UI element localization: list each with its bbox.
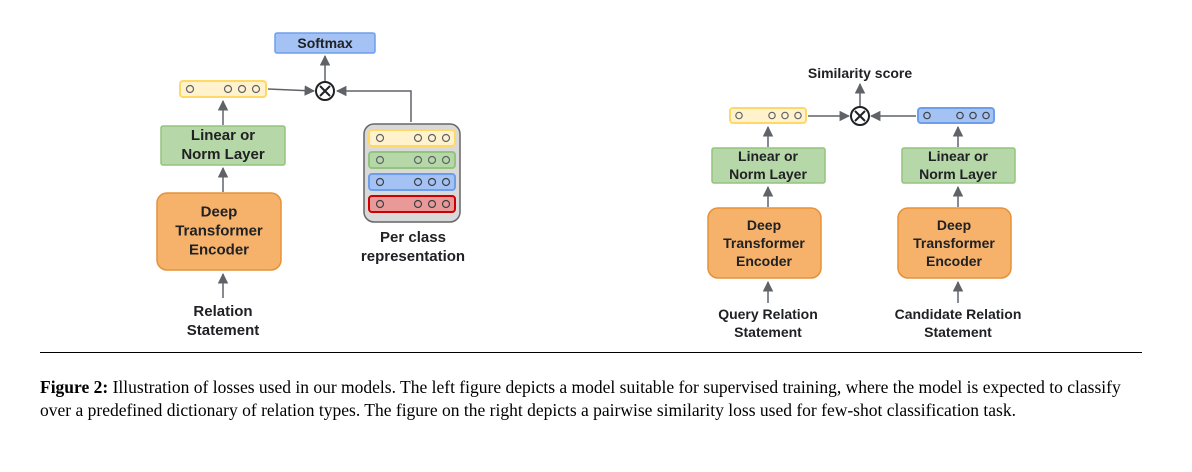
- output-embedding-vector: [179, 80, 267, 98]
- similarity-score-label: Similarity score: [807, 65, 913, 81]
- per-class-representation-stack: [363, 123, 461, 223]
- figure-caption: Figure 2: Illustration of losses used in…: [40, 376, 1155, 422]
- diagram-canvas: [156, 32, 1016, 303]
- left-model: [156, 32, 461, 298]
- figure-diagram: Softmax Linear or Norm Layer Deep Transf…: [156, 32, 1022, 340]
- arrow-perclass-to-multiply: [335, 85, 412, 122]
- candidate-linear-norm-layer-label: Linear or Norm Layer: [919, 148, 997, 182]
- candidate-deep-transformer-encoder-box: [897, 207, 1012, 279]
- candidate-deep-transformer-encoder-label: Deep Transformer Encoder: [913, 217, 995, 269]
- deep-transformer-encoder-label: Deep Transformer Encoder: [175, 203, 263, 259]
- relation-statement-label: Relation Statement: [186, 303, 260, 339]
- query-relation-statement-label: Query Relation Statement: [718, 306, 818, 340]
- query-embedding-vector: [729, 107, 807, 124]
- query-deep-transformer-encoder-box: [707, 207, 822, 279]
- query-linear-norm-layer-box: [711, 147, 826, 184]
- candidate-relation-statement-label: Candidate Relation Statement: [894, 306, 1022, 340]
- caption-divider: [40, 352, 1142, 353]
- softmax-label: Softmax: [297, 35, 353, 51]
- caption-text: Illustration of losses used in our model…: [40, 377, 1121, 420]
- linear-norm-layer-box: [160, 125, 286, 166]
- candidate-linear-norm-layer-box: [901, 147, 1016, 184]
- query-deep-transformer-encoder-label: Deep Transformer Encoder: [723, 217, 805, 269]
- query-linear-norm-layer-label: Linear or Norm Layer: [729, 148, 807, 182]
- deep-transformer-encoder-box: [156, 192, 282, 271]
- per-class-representation-label: Per class representation: [360, 229, 466, 265]
- candidate-embedding-vector: [917, 107, 995, 124]
- arrow-embedding-to-multiply: [267, 85, 316, 96]
- linear-norm-layer-label: Linear or Norm Layer: [181, 127, 265, 163]
- caption-label: Figure 2:: [40, 377, 109, 397]
- softmax-box: [274, 32, 376, 54]
- right-model: [707, 82, 1016, 303]
